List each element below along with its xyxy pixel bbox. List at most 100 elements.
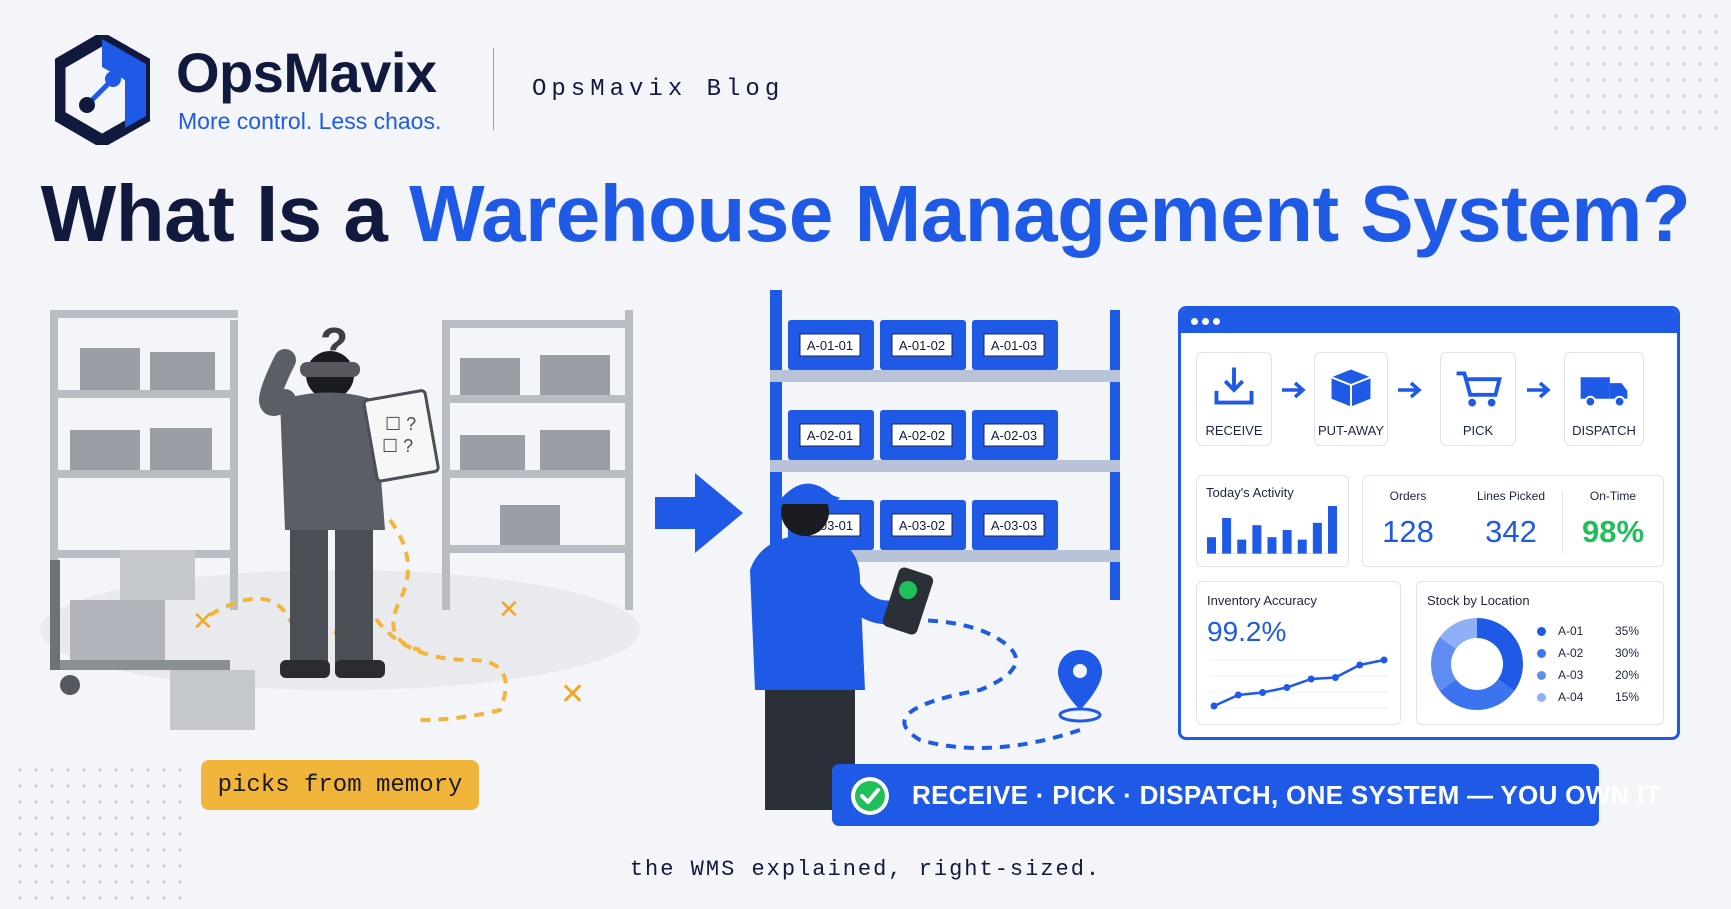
- activity-bar: [1297, 539, 1307, 554]
- step-pick: PICK: [1440, 352, 1516, 446]
- accuracy-point: [1356, 661, 1364, 669]
- scanning-worker-icon: [750, 483, 934, 810]
- storage-bin: A-02-02: [880, 410, 966, 460]
- transition-arrow-icon: [655, 473, 743, 553]
- bin-label: A-01-03: [991, 338, 1037, 353]
- step-label: DISPATCH: [1572, 423, 1636, 438]
- box-icon: [1331, 369, 1371, 407]
- donut-slice: [1477, 618, 1523, 692]
- dashboard-titlebar: [1181, 309, 1677, 333]
- stock-donut-chart: [1431, 618, 1523, 710]
- accuracy-trend-line: [1213, 658, 1385, 708]
- activity-bar: [1282, 530, 1292, 554]
- bin-label: A-01-01: [807, 338, 853, 353]
- banner-text: RECEIVE · PICK · DISPATCH, ONE SYSTEM — …: [912, 780, 1661, 810]
- card-title: Today's Activity: [1206, 485, 1294, 500]
- todays-activity-card: Today's Activity: [1196, 475, 1349, 567]
- organized-warehouse-illustration: A-01-01 A-01-02 A-01-03A-02-01 A-02-02 A-02-…: [750, 290, 1120, 810]
- bin-label: A-03-03: [991, 518, 1037, 533]
- blog-label: OpsMavix Blog: [532, 76, 785, 103]
- stats-card: Orders 128 Lines Picked 342 On-Time 98%: [1362, 475, 1664, 567]
- one-system-banner: RECEIVE · PICK · DISPATCH, ONE SYSTEM — …: [832, 764, 1661, 826]
- activity-bar: [1328, 506, 1337, 554]
- accuracy-point: [1210, 702, 1218, 710]
- header-divider: [493, 48, 494, 130]
- title-part-dark: What Is a: [40, 169, 388, 258]
- activity-bar: [1267, 537, 1277, 554]
- bin-label: A-01-02: [899, 338, 945, 353]
- inbox-download-icon: [1214, 367, 1254, 405]
- accuracy-point: [1380, 656, 1388, 664]
- footer-tagline: the WMS explained, right-sized.: [629, 857, 1102, 882]
- bin-label: A-03-02: [899, 518, 945, 533]
- svg-text:✕: ✕: [560, 678, 585, 711]
- stat-label-on-time: On-Time: [1589, 489, 1637, 503]
- storage-bin: A-03-03: [972, 500, 1058, 550]
- bin-label: A-02-02: [899, 428, 945, 443]
- title-part-blue: Warehouse Management System?: [409, 169, 1691, 258]
- brand-tagline: More control. Less chaos.: [178, 108, 442, 134]
- stat-value-lines-picked: 342: [1485, 514, 1537, 549]
- stat-divider: [1562, 491, 1563, 553]
- step-dispatch: DISPATCH: [1564, 352, 1644, 446]
- activity-bar: [1222, 518, 1232, 554]
- step-label: PICK: [1462, 423, 1494, 438]
- svg-text:✕: ✕: [192, 606, 214, 636]
- arrow-right-icon: [1527, 381, 1551, 399]
- card-title: Stock by Location: [1427, 593, 1530, 608]
- inventory-accuracy-card: Inventory Accuracy 99.2%: [1196, 581, 1401, 725]
- card-title: Inventory Accuracy: [1207, 593, 1317, 608]
- svg-text:☐ ?: ☐ ?: [382, 436, 413, 456]
- donut-slice: [1431, 636, 1456, 692]
- window-dot: [1191, 318, 1198, 325]
- window-dot: [1202, 318, 1209, 325]
- confused-worker-icon: ? ☐ ? ☐ ?: [259, 318, 440, 678]
- arrow-right-icon: [1282, 381, 1306, 399]
- opsmavix-logo-icon: [55, 35, 150, 145]
- bin-label: A-02-03: [991, 428, 1037, 443]
- truck-icon: [1580, 377, 1628, 408]
- step-label: PUT-AWAY: [1318, 423, 1384, 438]
- activity-bar: [1237, 539, 1247, 554]
- accuracy-point: [1307, 675, 1315, 683]
- arrow-right-icon: [1398, 381, 1422, 399]
- step-put-away: PUT-AWAY: [1314, 352, 1388, 446]
- donut-slice: [1439, 679, 1515, 710]
- dot-grid-top-right: [1548, 8, 1728, 136]
- stat-value-on-time: 98%: [1581, 514, 1645, 549]
- accuracy-trend-chart: [1209, 656, 1389, 710]
- step-receive: RECEIVE: [1196, 352, 1272, 446]
- accuracy-point: [1331, 674, 1339, 681]
- accuracy-point: [1259, 689, 1267, 696]
- svg-text:✕: ✕: [498, 594, 520, 624]
- right-shelf-icon: [442, 310, 633, 610]
- window-dot: [1213, 318, 1220, 325]
- manual-warehouse-illustration: ✕ ✕ ✕ ? ☐ ? ☐ ?: [40, 310, 640, 730]
- activity-bar: [1252, 525, 1262, 554]
- accuracy-point: [1234, 691, 1242, 699]
- accuracy-value: 99.2%: [1207, 616, 1287, 647]
- stat-value-orders: 128: [1382, 514, 1434, 549]
- check-circle-icon: [851, 777, 889, 815]
- storage-bin: A-01-02: [880, 320, 966, 370]
- dot-grid-bottom-left: [12, 762, 182, 902]
- storage-bin: A-01-03: [972, 320, 1058, 370]
- location-pin-icon: [1058, 650, 1102, 723]
- donut-slice: [1439, 618, 1477, 649]
- bin-label: A-02-01: [807, 428, 853, 443]
- activity-bar: [1312, 522, 1322, 554]
- storage-bin: A-02-01: [788, 410, 874, 460]
- wms-dashboard: RECEIVE PUT-AWAY PICK DISPATCH Today's A…: [1178, 306, 1680, 740]
- pick-route-path: [902, 618, 1081, 750]
- activity-bar: [1207, 537, 1216, 554]
- page-title: What Is a Warehouse Management System?: [0, 168, 1731, 260]
- storage-bin: A-01-01: [788, 320, 874, 370]
- storage-bin: A-02-03: [972, 410, 1058, 460]
- activity-bar-chart: [1207, 506, 1337, 554]
- stat-label-lines-picked: Lines Picked: [1476, 489, 1546, 503]
- step-label: RECEIVE: [1205, 423, 1263, 438]
